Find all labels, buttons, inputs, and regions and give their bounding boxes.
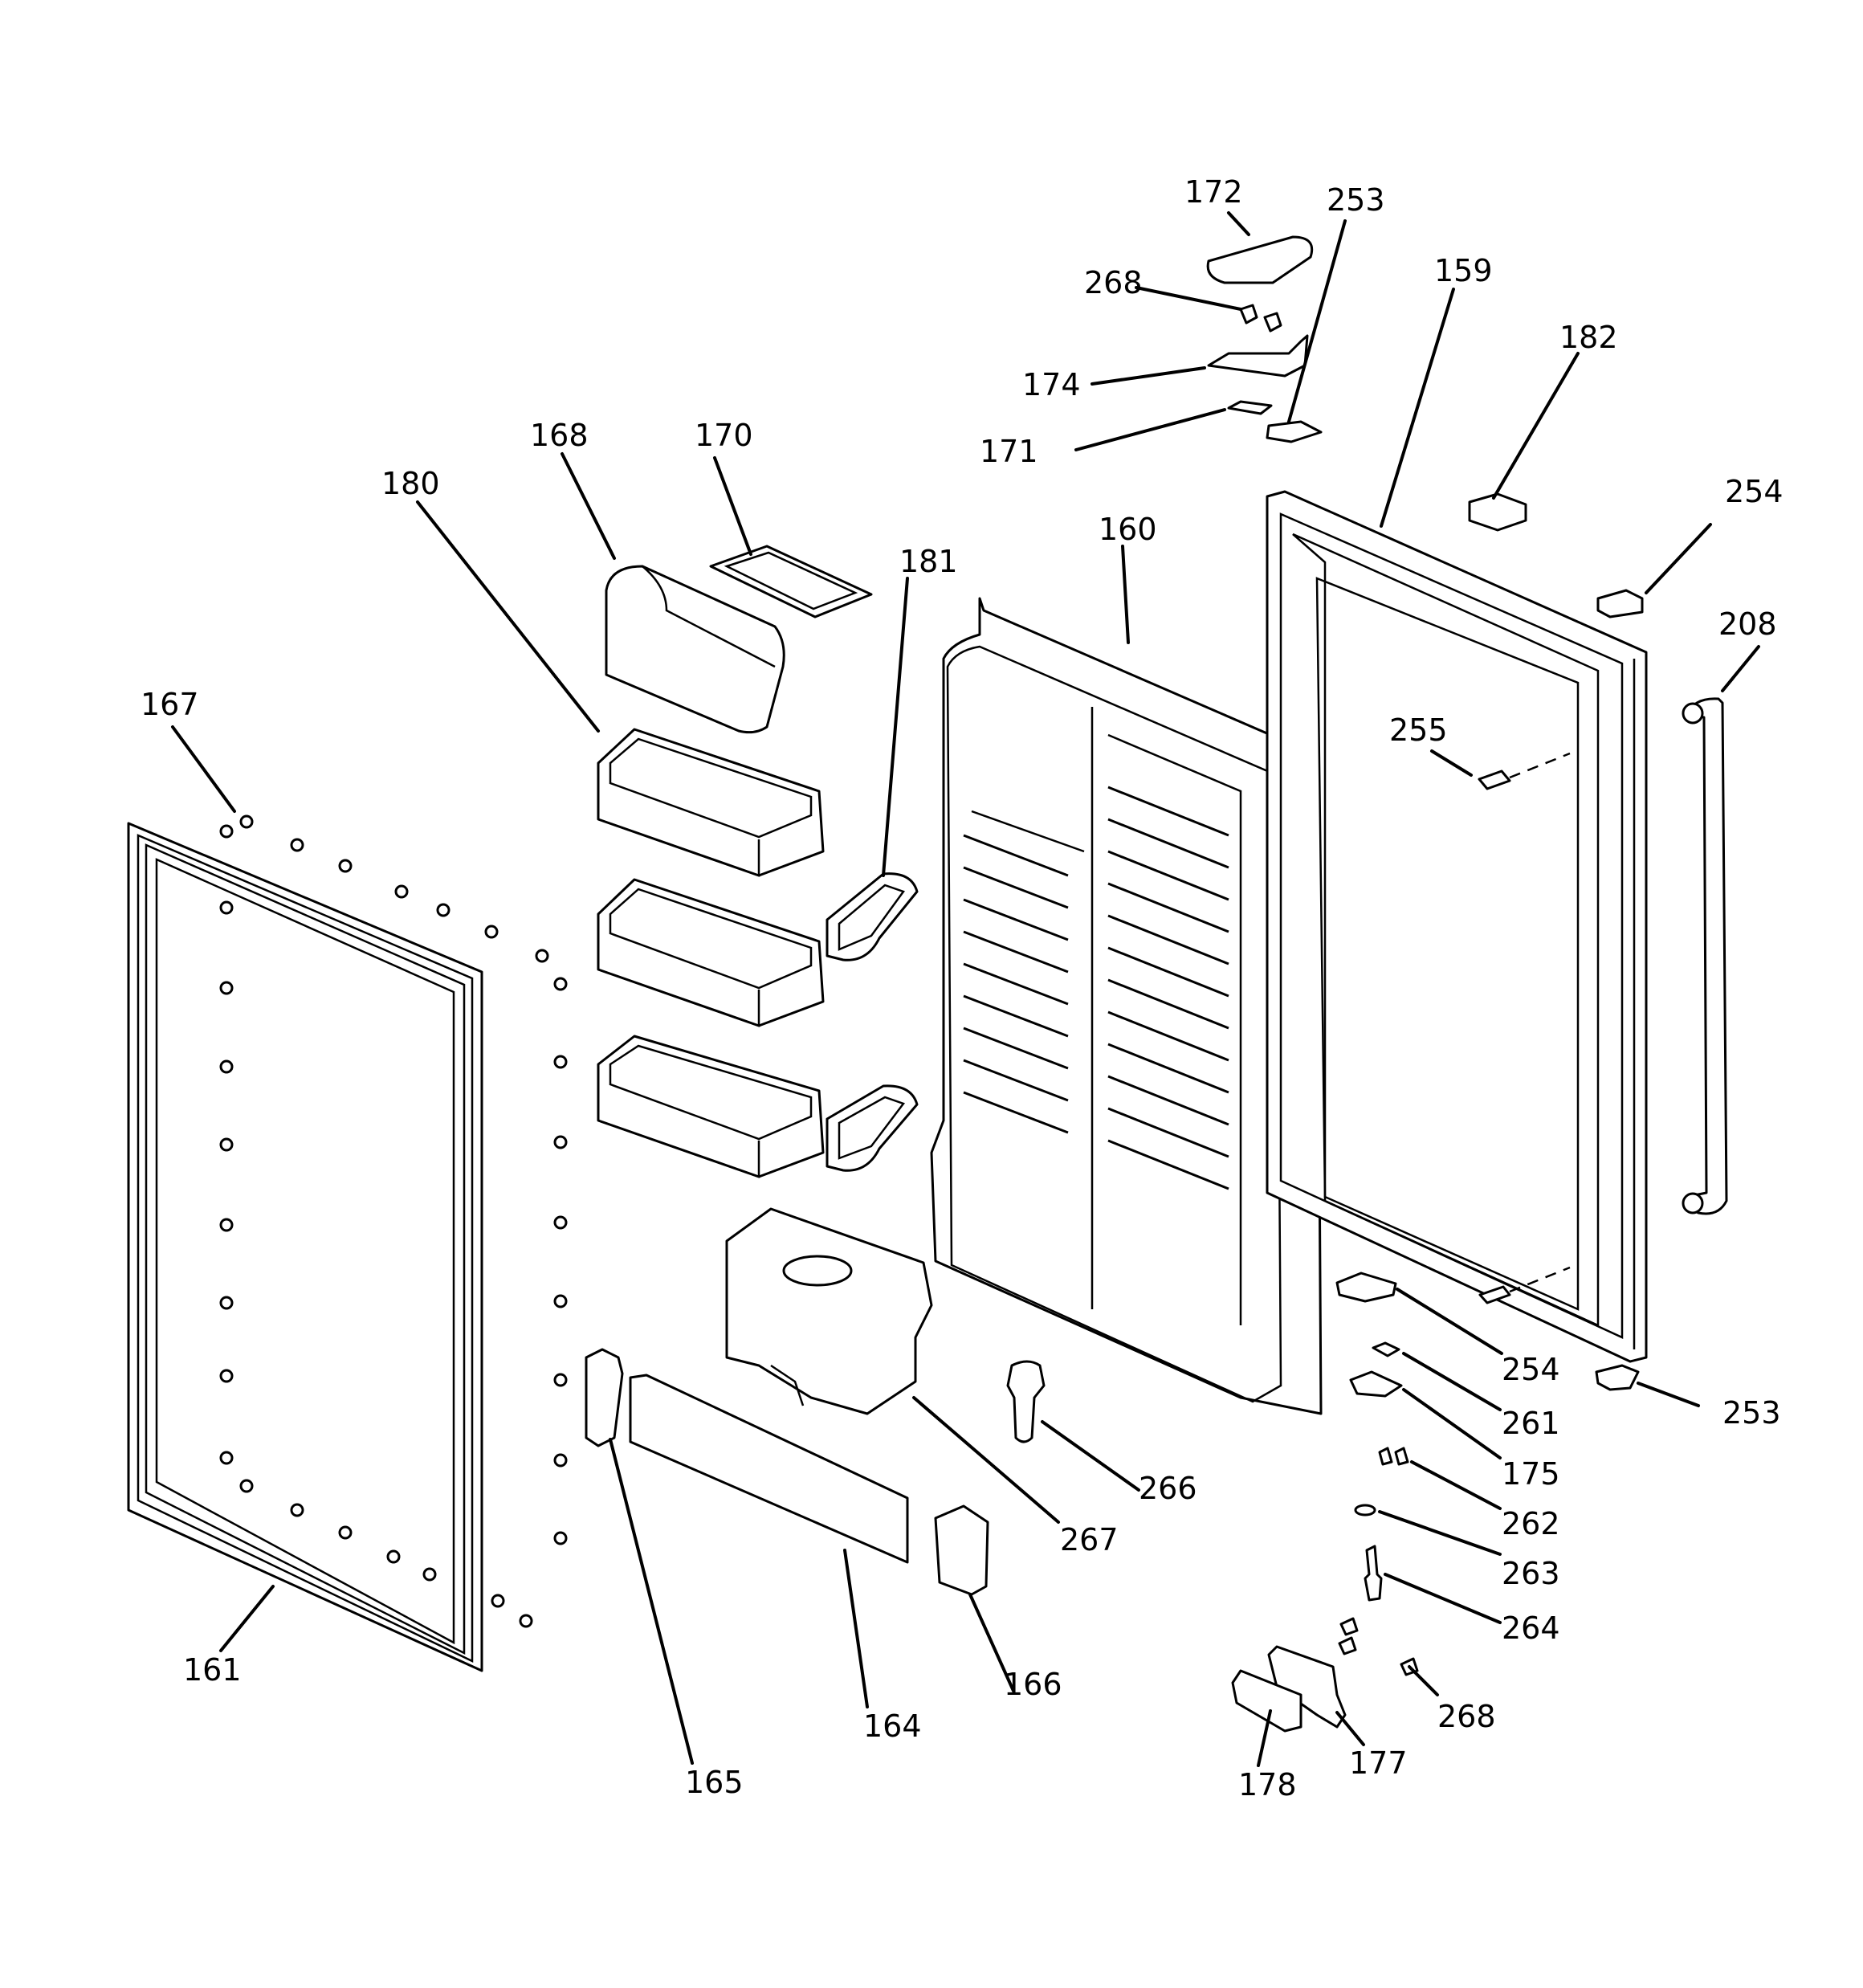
label-165: 165	[685, 1765, 744, 1800]
screws-group	[219, 814, 568, 1628]
dispenser-housing-part	[725, 1207, 933, 1415]
leader-lines	[171, 211, 1760, 1767]
door-gasket-part	[127, 822, 483, 1672]
label-181: 181	[899, 544, 958, 579]
door-assembly-part	[1266, 490, 1648, 1363]
bin-end-caps-part	[826, 872, 919, 1172]
label-254-top: 254	[1725, 474, 1784, 509]
door-bins-part	[597, 728, 825, 1178]
pad-part	[1468, 492, 1527, 532]
label-171: 171	[980, 434, 1038, 469]
label-175: 175	[1502, 1456, 1560, 1492]
label-174: 174	[1022, 367, 1081, 402]
label-177: 177	[1349, 1745, 1408, 1781]
label-161: 161	[183, 1652, 242, 1688]
label-182: 182	[1559, 320, 1618, 355]
bracket-right-part	[934, 1504, 989, 1596]
bracket-left-part	[585, 1348, 624, 1447]
label-267: 267	[1060, 1522, 1119, 1557]
handle-part	[1682, 697, 1728, 1215]
label-164: 164	[863, 1708, 922, 1744]
bottom-hinge-part	[1231, 1617, 1419, 1733]
label-268-bottom: 268	[1437, 1699, 1496, 1734]
dairy-door-part	[605, 565, 785, 734]
label-266: 266	[1139, 1471, 1197, 1506]
label-172: 172	[1184, 174, 1243, 210]
label-254-bottom: 254	[1502, 1352, 1560, 1387]
label-160: 160	[1099, 512, 1157, 547]
label-261: 261	[1502, 1406, 1560, 1441]
label-178: 178	[1238, 1767, 1297, 1802]
label-168: 168	[530, 418, 589, 453]
part-number-labels: 172 253 268 159 182 174 171 254 168 170 …	[141, 174, 1784, 1802]
label-159: 159	[1434, 253, 1493, 288]
label-167: 167	[141, 687, 199, 722]
label-180: 180	[381, 466, 440, 501]
door-screws-part	[1478, 752, 1571, 1304]
label-255: 255	[1389, 712, 1448, 748]
bottom-hinge-parts	[1335, 1272, 1640, 1602]
label-264: 264	[1502, 1610, 1560, 1646]
label-262: 262	[1502, 1506, 1560, 1541]
water-filter-part	[1006, 1360, 1046, 1443]
label-253-bottom: 253	[1722, 1395, 1781, 1431]
label-166: 166	[1004, 1667, 1062, 1702]
door-liner-part	[930, 597, 1323, 1415]
label-170: 170	[695, 418, 753, 453]
dispenser-panel-part	[629, 1374, 909, 1564]
label-268-top: 268	[1084, 265, 1143, 300]
hinge-cover-top-part	[1596, 589, 1644, 618]
dairy-plate-part	[709, 545, 873, 618]
label-253-top: 253	[1327, 182, 1385, 218]
top-hinge-assembly	[1206, 235, 1323, 443]
label-263: 263	[1502, 1556, 1560, 1591]
label-208: 208	[1718, 606, 1777, 642]
